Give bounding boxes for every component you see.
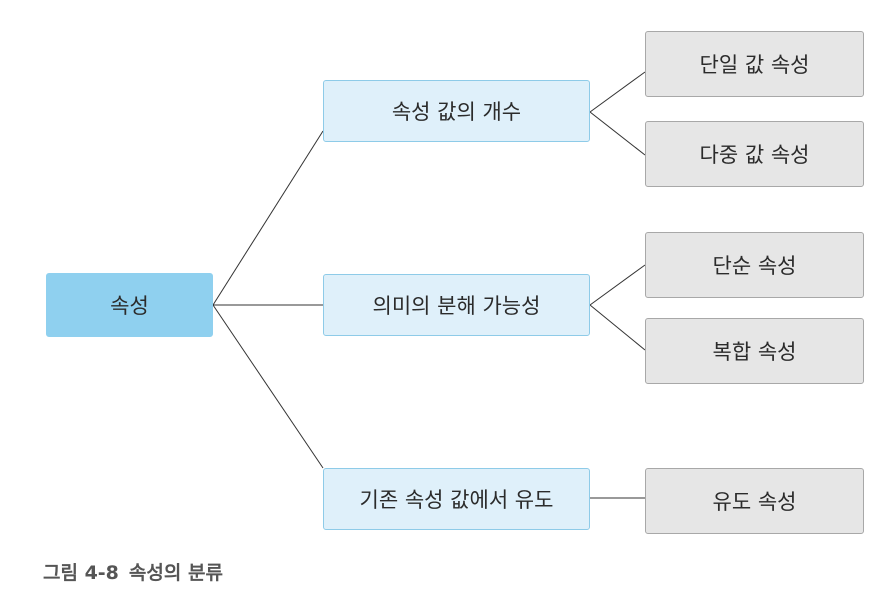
category-node-decomposability: 의미의 분해 가능성 [323,274,590,336]
connector-count-to-single [589,71,646,113]
connector-decomposability-to-simple [589,264,646,306]
leaf-node-simple: 단순 속성 [645,232,864,298]
leaf-node-composite: 복합 속성 [645,318,864,384]
connector-root-to-count [212,130,324,306]
connector-decomposability-to-composite [589,304,646,351]
category-node-value-count: 속성 값의 개수 [323,80,590,142]
figure-number: 그림 4-8 [43,562,119,584]
leaf-node-derived: 유도 속성 [645,468,864,534]
leaf-node-multi-valued: 다중 값 속성 [645,121,864,187]
connector-root-to-derived [212,304,324,469]
figure-caption: 그림 4-8 속성의 분류 [43,558,223,585]
leaf-node-single-valued: 단일 값 속성 [645,31,864,97]
category-node-derived-from-existing: 기존 속성 값에서 유도 [323,468,590,530]
root-node-attribute: 속성 [46,273,213,337]
connector-count-to-multi [589,111,646,156]
figure-title: 속성의 분류 [128,562,223,584]
